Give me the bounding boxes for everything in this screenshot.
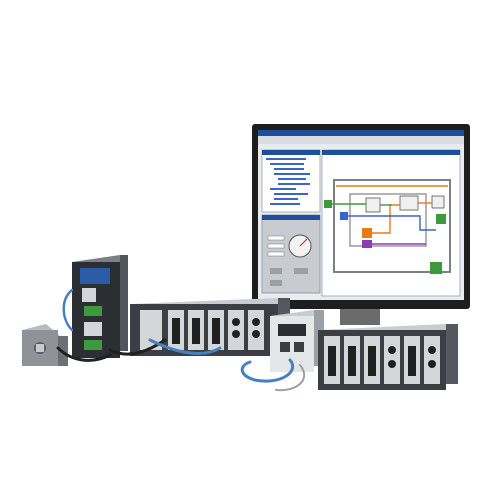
cable-controller-blue bbox=[240, 358, 294, 383]
cables bbox=[56, 288, 306, 392]
stepper-motor-icon bbox=[22, 324, 68, 366]
screen-titlebar bbox=[258, 130, 464, 136]
controller-icon bbox=[270, 310, 324, 372]
screen-menubar bbox=[258, 136, 464, 144]
cable-motor bbox=[56, 346, 112, 362]
io-chassis-right bbox=[318, 324, 458, 390]
block-diagram-window bbox=[321, 149, 461, 297]
case-structure bbox=[349, 193, 427, 247]
project-explorer-window bbox=[261, 149, 321, 213]
cable-controller-gray bbox=[275, 364, 306, 392]
monitor bbox=[252, 124, 470, 325]
cable-chassis-blue bbox=[148, 338, 222, 355]
monitor-stand-neck bbox=[340, 305, 380, 325]
cable-drive-black bbox=[108, 338, 167, 356]
front-panel-window bbox=[261, 214, 321, 294]
cable-drive-blue bbox=[62, 288, 74, 332]
motor-drive-icon bbox=[72, 255, 128, 358]
while-loop bbox=[333, 179, 451, 273]
